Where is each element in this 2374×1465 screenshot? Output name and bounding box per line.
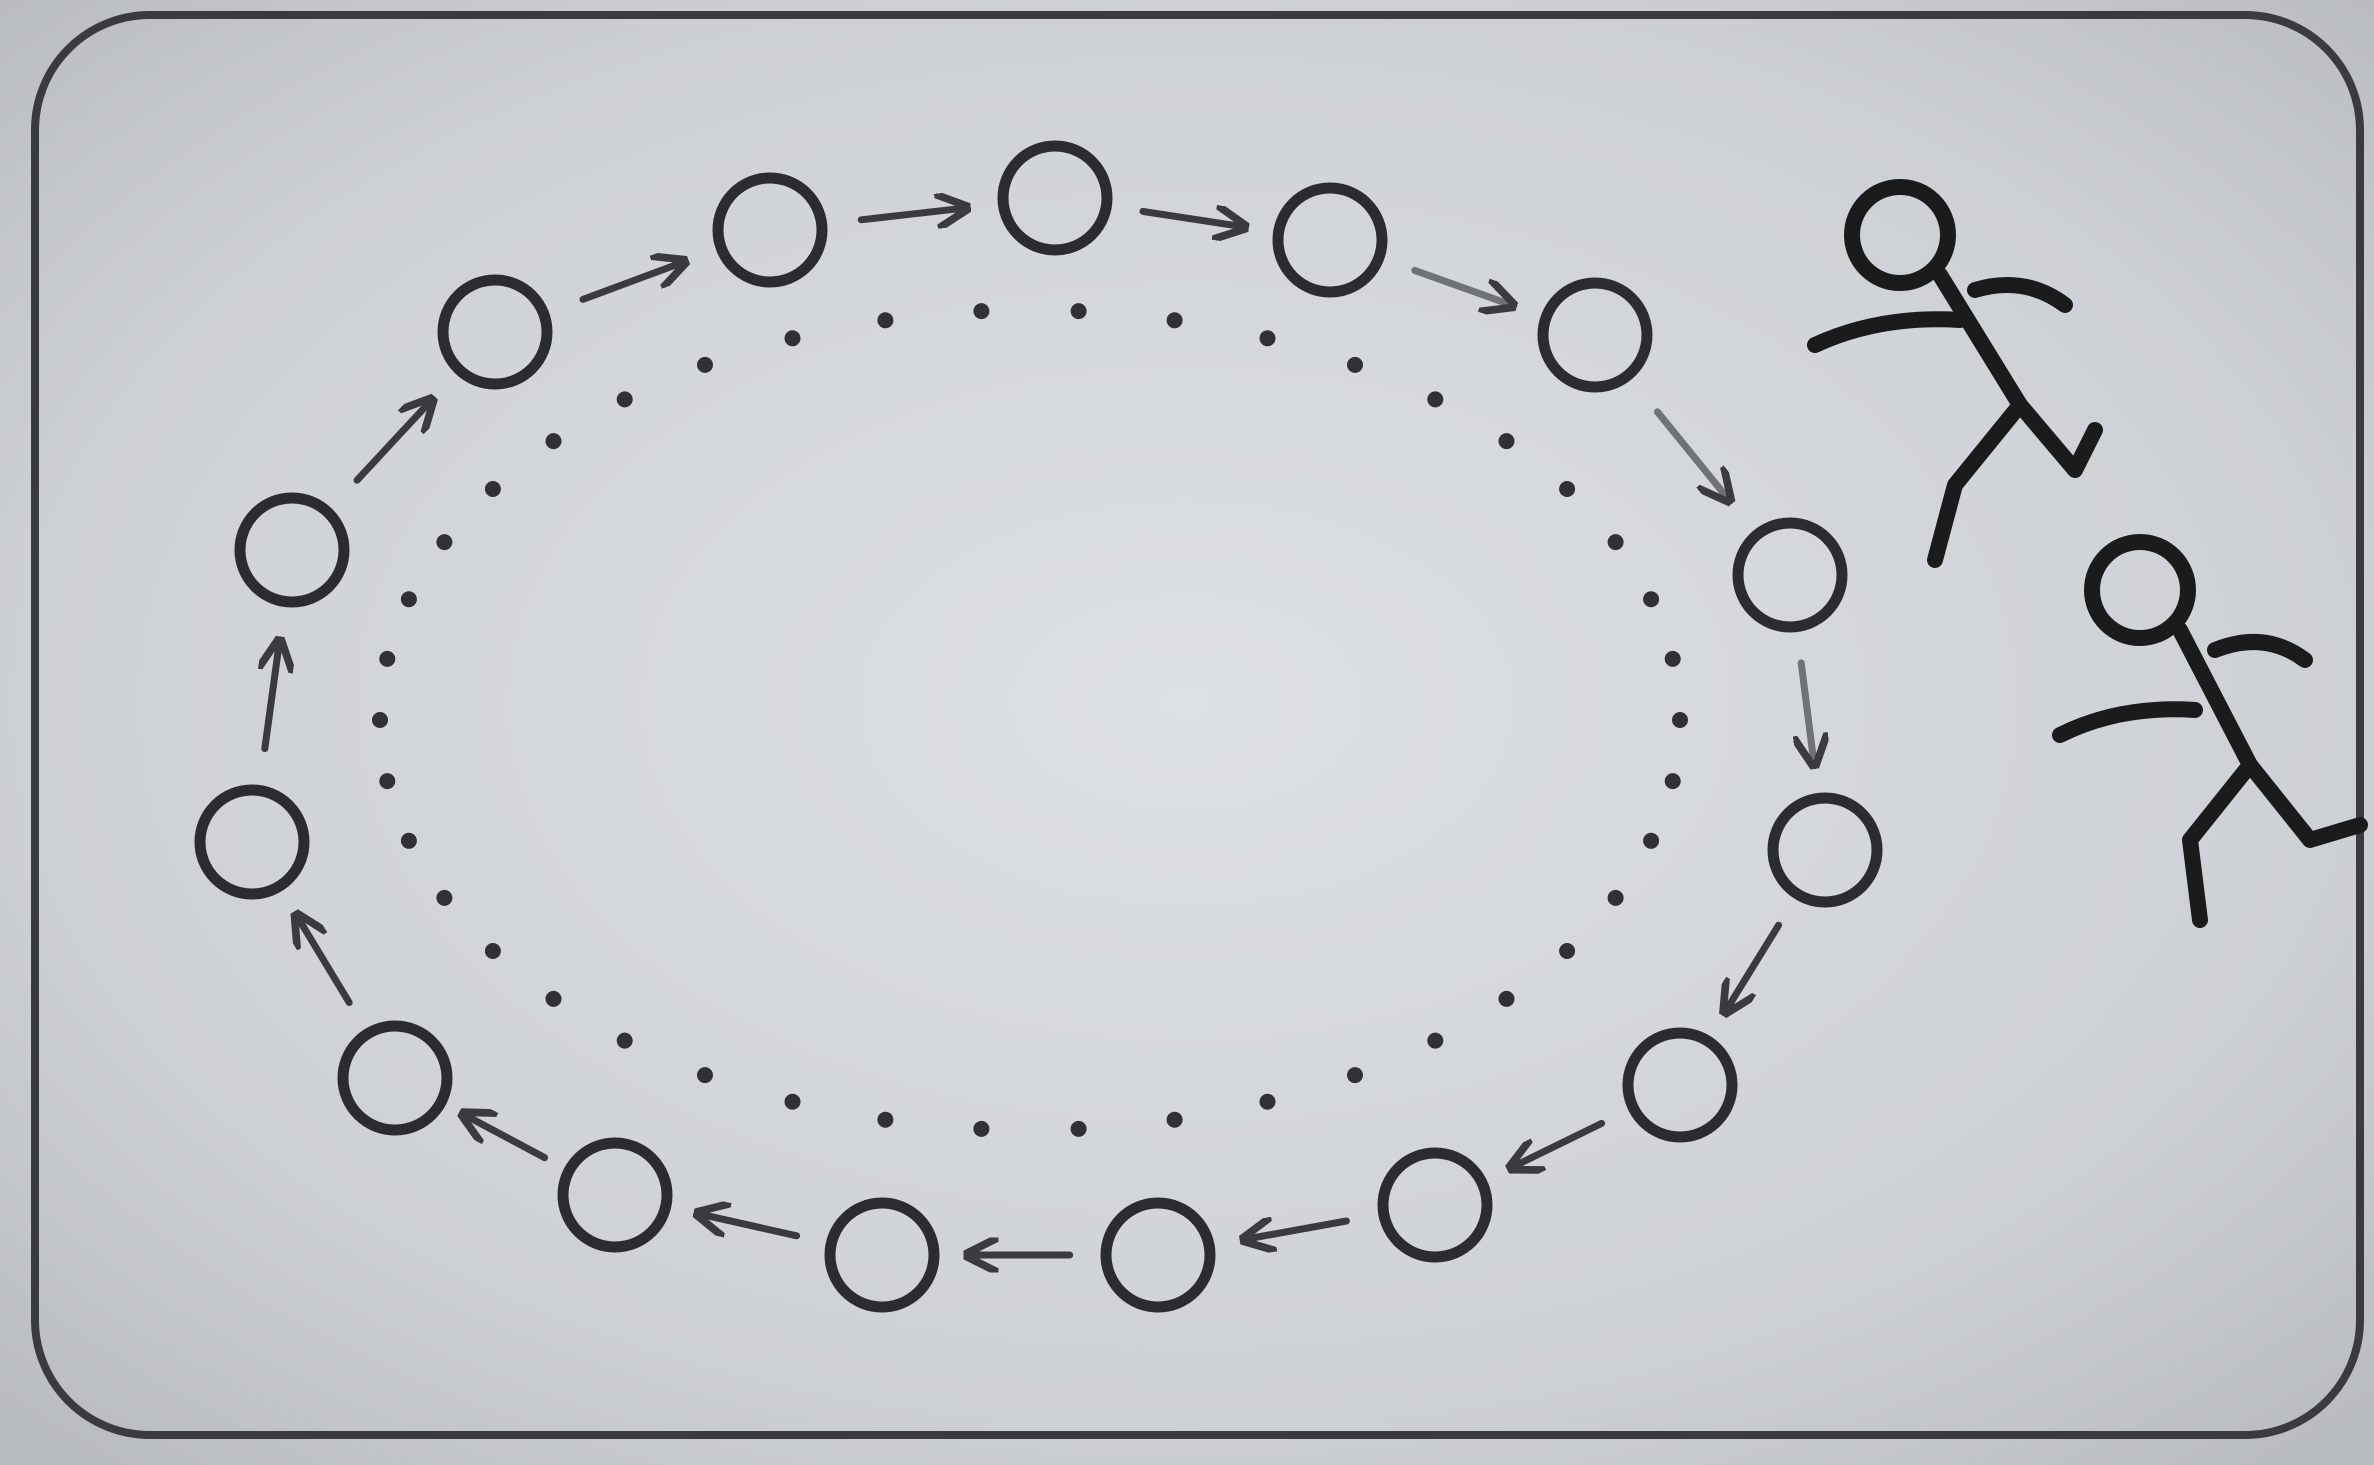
boundary-dot <box>1347 357 1363 373</box>
boundary-dot <box>973 303 989 319</box>
boundary-dot <box>1608 534 1624 550</box>
boundary-dot <box>1071 1121 1087 1137</box>
boundary-dot <box>1427 391 1443 407</box>
boundary-dot <box>617 1033 633 1049</box>
boundary-dot <box>1559 481 1575 497</box>
boundary-dot <box>1071 303 1087 319</box>
boundary-dot <box>1260 330 1276 346</box>
boundary-dot <box>1427 1033 1443 1049</box>
boundary-dot <box>1347 1067 1363 1083</box>
boundary-dot <box>877 312 893 328</box>
boundary-dot <box>785 1094 801 1110</box>
boundary-dot <box>1260 1094 1276 1110</box>
boundary-dot <box>1643 833 1659 849</box>
boundary-dot <box>372 712 388 728</box>
boundary-dot <box>1665 773 1681 789</box>
boundary-dot <box>485 943 501 959</box>
boundary-dot <box>973 1121 989 1137</box>
boundary-dot <box>785 330 801 346</box>
boundary-dot <box>485 481 501 497</box>
boundary-dot <box>1643 591 1659 607</box>
boundary-dot <box>401 591 417 607</box>
boundary-dot <box>697 1067 713 1083</box>
boundary-dot <box>436 890 452 906</box>
boundary-dot <box>697 357 713 373</box>
boundary-dot <box>401 833 417 849</box>
boundary-dot <box>1167 1112 1183 1128</box>
boundary-dot <box>546 991 562 1007</box>
boundary-dot <box>617 391 633 407</box>
boundary-dot <box>1665 651 1681 667</box>
boundary-dot <box>1499 433 1515 449</box>
boundary-dot <box>546 433 562 449</box>
boundary-dot <box>1672 712 1688 728</box>
boundary-dot <box>436 534 452 550</box>
boundary-dot <box>1167 312 1183 328</box>
boundary-dot <box>1499 991 1515 1007</box>
boundary-dot <box>1559 943 1575 959</box>
boundary-dot <box>379 651 395 667</box>
boundary-dot <box>1608 890 1624 906</box>
boundary-dot <box>379 773 395 789</box>
boundary-dot <box>877 1112 893 1128</box>
